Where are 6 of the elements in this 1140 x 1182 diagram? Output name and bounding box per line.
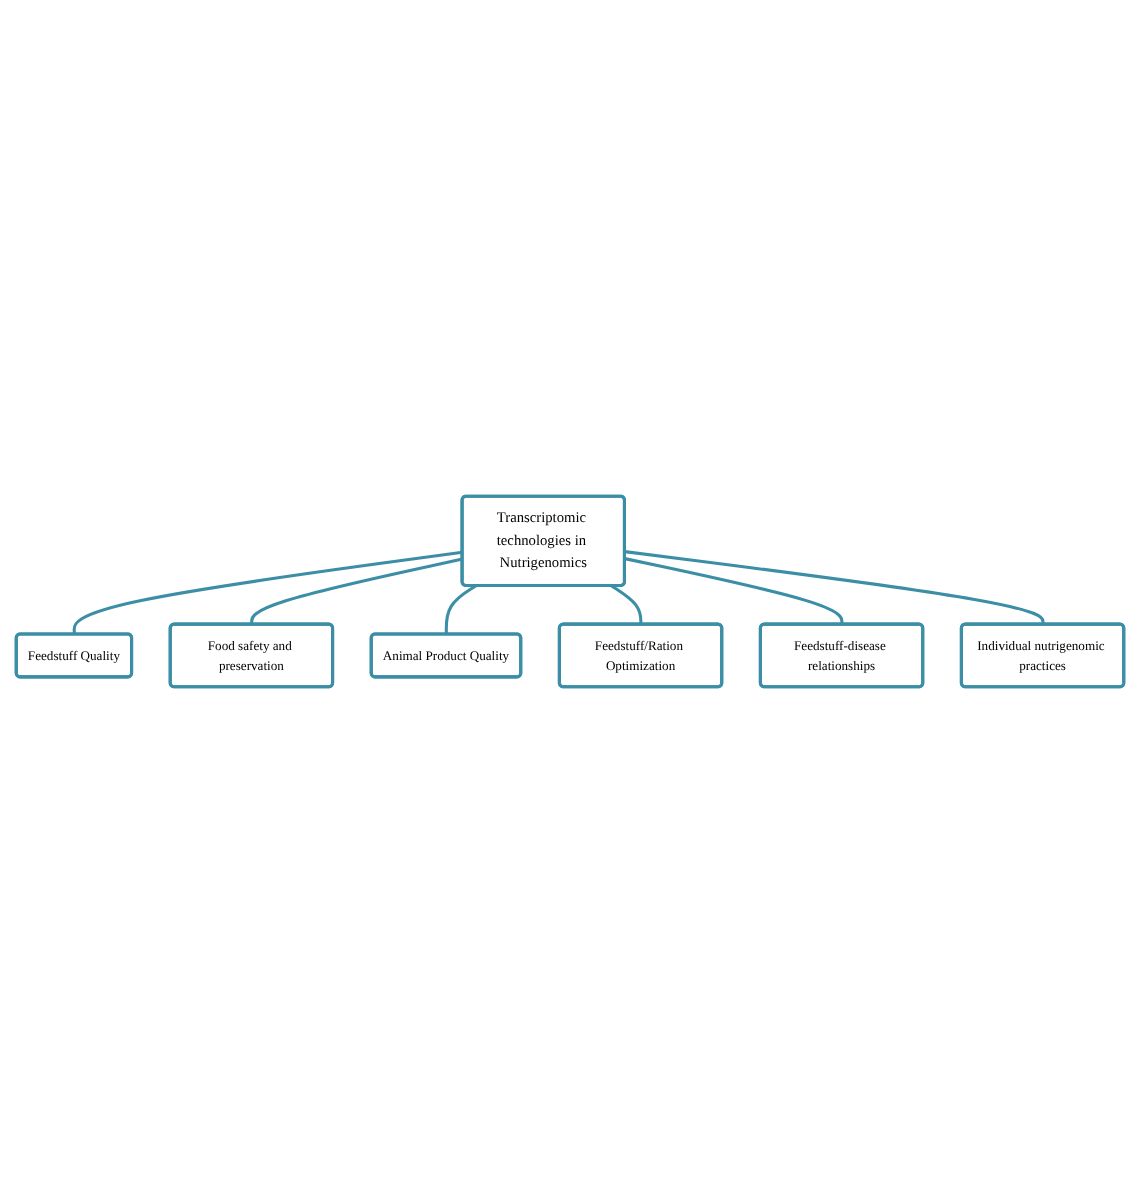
connector (610, 584, 643, 625)
connector (72, 550, 463, 634)
connector (624, 549, 1045, 625)
connector (444, 584, 477, 634)
connector (250, 557, 463, 625)
connector (624, 556, 844, 625)
